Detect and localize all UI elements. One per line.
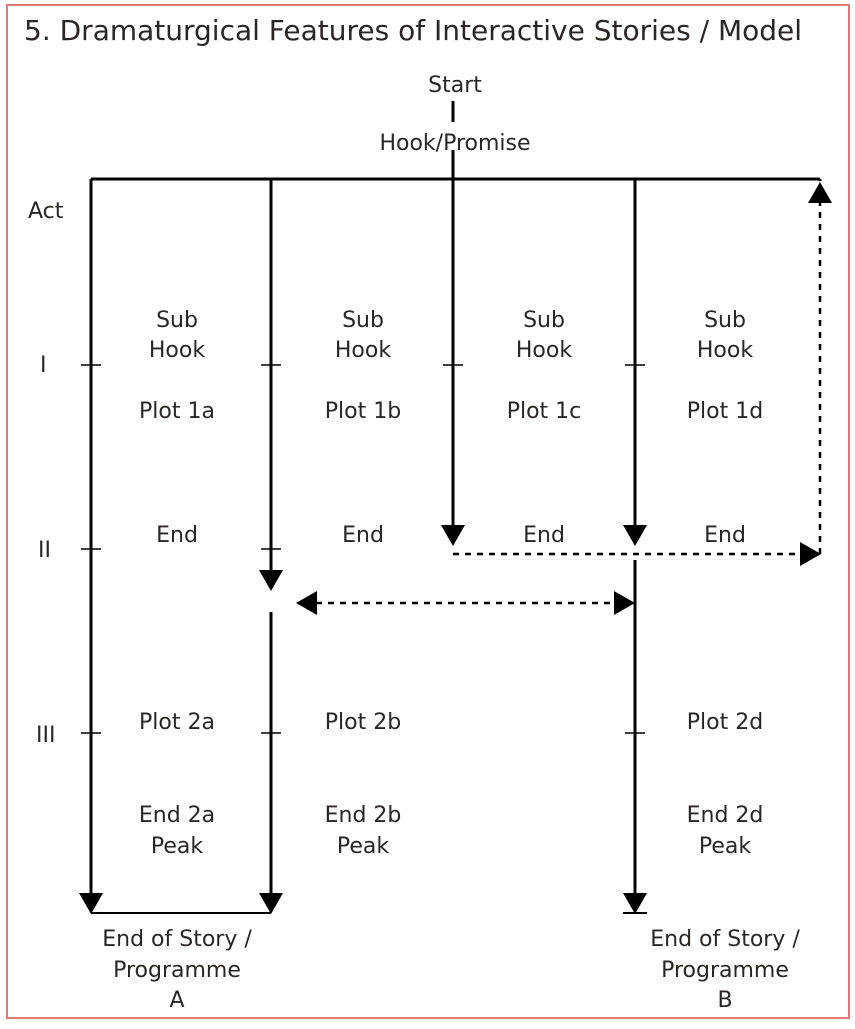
ending-b-line1: End of Story / [650,927,800,952]
plot-2d-label: Plot 2d [687,710,763,735]
hook-label-b: Hook [335,338,391,363]
ending-a-line2: Programme [113,958,241,983]
hook-promise-label: Hook/Promise [379,131,530,156]
end-2d-label: End 2d [687,803,764,828]
end-2a-label: End 2a [139,803,215,828]
plot-1b-label: Plot 1b [325,399,401,424]
act-two-label: II [38,538,51,563]
end-label-d: End [704,523,746,548]
sub-label-d: Sub [704,308,746,333]
act-ticks [81,364,645,734]
peak-label-d: Peak [699,834,751,859]
end-label-b: End [342,523,384,548]
plot-1a-label: Plot 1a [139,399,215,424]
hook-label-d: Hook [697,338,753,363]
end-label-c: End [523,523,565,548]
act-header: Act [28,199,64,224]
dashed-link-right-arrowhead-2 [614,591,635,615]
dashed-link-left-arrowhead [296,591,317,615]
path-a-arrowhead [79,893,103,914]
ending-b-letter: B [717,988,732,1013]
end-2b-label: End 2b [325,803,402,828]
diagram-title: 5. Dramaturgical Features of Interactive… [24,14,802,47]
plot-1c-label: Plot 1c [507,399,582,424]
end-label-a: End [156,523,198,548]
path-d-upper-arrowhead [623,525,647,546]
sub-label-a: Sub [156,308,198,333]
path-c-arrowhead [441,525,465,546]
diagram-frame [6,4,850,1019]
path-d-lower-arrowhead [623,893,647,914]
ending-a-line1: End of Story / [102,927,252,952]
path-b-lower-arrowhead [259,893,283,914]
ending-a-letter: A [169,988,184,1013]
peak-label-a: Peak [151,834,203,859]
act-three-label: III [36,723,55,748]
plot-2a-label: Plot 2a [139,710,215,735]
hook-label-c: Hook [516,338,572,363]
sub-label-c: Sub [523,308,565,333]
start-label: Start [428,73,482,98]
ending-b-line2: Programme [661,958,789,983]
sub-label-b: Sub [342,308,384,333]
dashed-link-up-arrowhead [808,182,832,203]
act-one-label: I [40,353,47,378]
hook-label-a: Hook [149,338,205,363]
plot-2b-label: Plot 2b [325,710,401,735]
path-b-upper-arrowhead [259,570,283,591]
dashed-link-right-arrowhead [800,542,821,566]
peak-label-b: Peak [337,834,389,859]
plot-1d-label: Plot 1d [687,399,763,424]
